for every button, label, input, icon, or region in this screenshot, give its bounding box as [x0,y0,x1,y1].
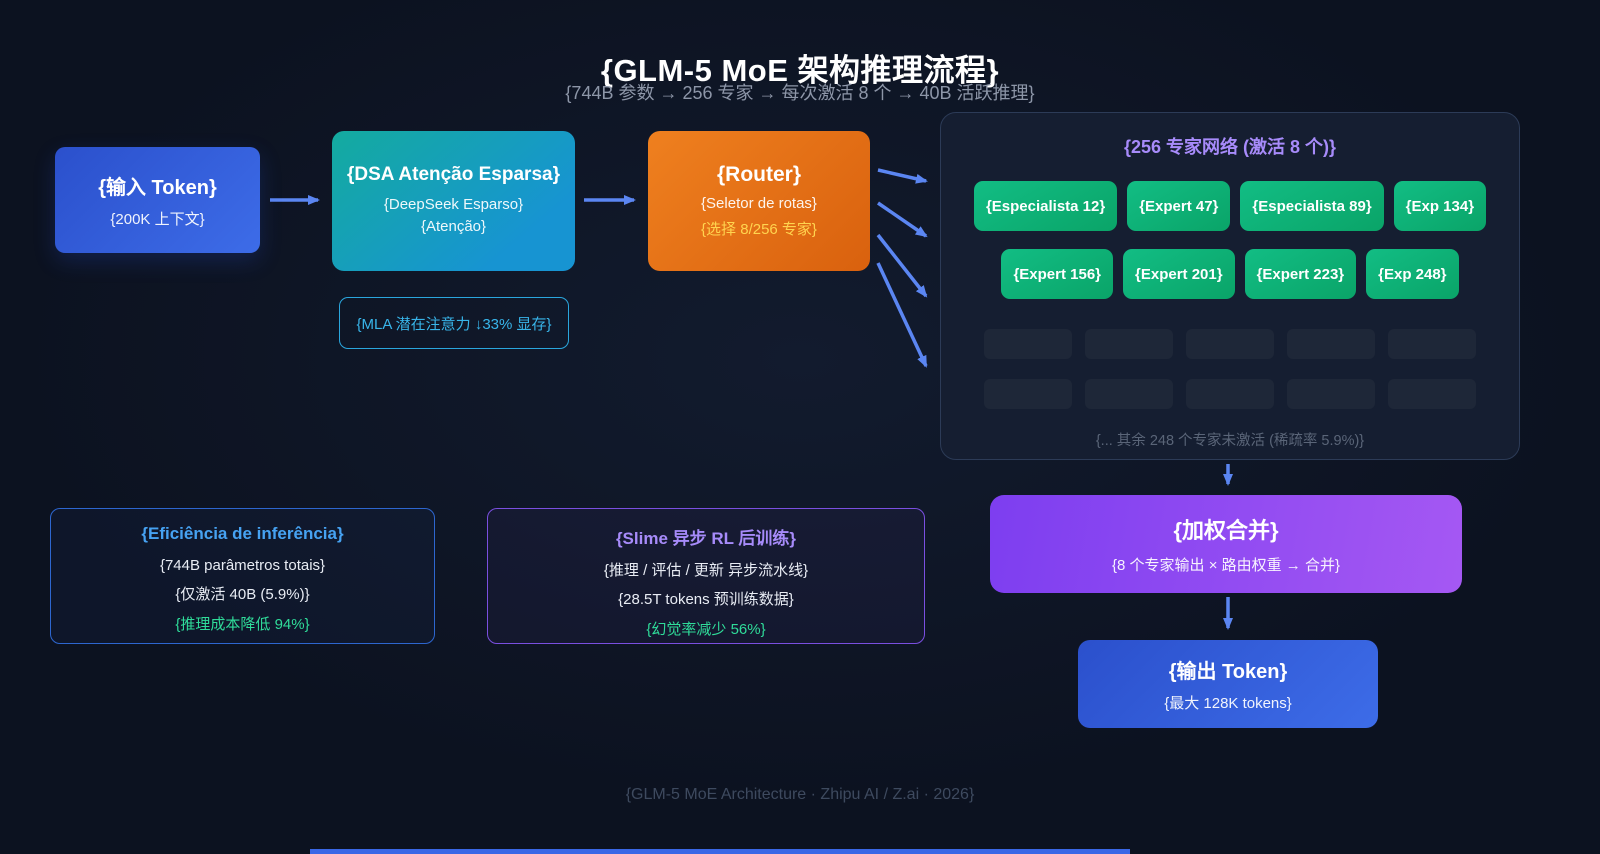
expert-chip: {Especialista 89} [1240,181,1384,231]
merge-node-title: {加权合并} [1173,518,1279,543]
bottom-accent-bar [310,849,1130,854]
expert-chip: {Expert 47} [1127,181,1231,231]
router-node-line2: {选择 8/256 专家} [701,221,817,238]
router-node-title: {Router} [716,163,801,186]
weighted-merge-node: {加权合并} {8 个专家输出 × 路由权重 → 合并} [990,495,1462,593]
slime-card-line: {28.5T tokens 预训练数据} [618,591,794,609]
footer-credit: {GLM-5 MoE Architecture · Zhipu AI / Z.a… [625,786,975,803]
active-experts-row-1: {Especialista 12} {Expert 47} {Especiali… [973,181,1487,231]
expert-chip: {Exp 134} [1393,181,1487,231]
expert-network-panel: {256 专家网络 (激活 8 个)} {Especialista 12} {E… [940,112,1520,460]
slime-card-highlight: {幻觉率减少 56%} [646,620,766,638]
router-node-line1: {Seletor de rotas} [701,195,817,212]
mla-note-badge: {MLA 潜在注意力 ↓33% 显存} [339,297,569,349]
expert-chip: {Exp 248} [1366,249,1459,299]
inactive-expert-placeholder [1388,329,1476,359]
arrow-router-to-experts-2 [877,201,928,238]
efficiency-card-highlight: {推理成本降低 94%} [175,615,310,633]
dsa-node-line1: {DeepSeek Esparso} [383,196,524,214]
input-token-subtitle: {200K 上下文} [110,211,205,228]
efficiency-card-line: {仅激活 40B (5.9%)} [175,586,310,604]
page-title: {GLM-5 MoE 架构推理流程} [600,52,1000,88]
inactive-expert-placeholder [1287,379,1375,409]
inactive-expert-placeholder [1186,329,1274,359]
inactive-experts-row-2 [984,379,1476,409]
mla-note-text: {MLA 潜在注意力 ↓33% 显存} [356,315,552,333]
input-token-node: {输入 Token} {200K 上下文} [55,147,260,253]
expert-panel-title: {256 专家网络 (激活 8 个)} [1123,137,1337,157]
page-subtitle: {744B 参数 → 256 专家 → 每次激活 8 个 → 40B 活跃推理} [565,83,1035,103]
inactive-experts-note: {... 其余 248 个专家未激活 (稀疏率 5.9%)} [1095,433,1365,449]
inactive-expert-placeholder [984,329,1072,359]
slime-card-line: {推理 / 评估 / 更新 异步流水线} [603,562,809,579]
expert-chip: {Expert 223} [1244,249,1357,299]
output-token-subtitle: {最大 128K tokens} [1164,695,1292,712]
dsa-attention-node: {DSA Atenção Esparsa} {DeepSeek Esparso}… [332,131,575,271]
dsa-node-line2: {Atenção} [420,218,487,235]
efficiency-card-title: {Eficiência de inferência} [141,524,344,543]
input-token-title: {输入 Token} [98,177,217,199]
output-token-title: {输出 Token} [1168,661,1288,683]
inactive-expert-placeholder [1085,329,1173,359]
inactive-expert-placeholder [1085,379,1173,409]
dsa-node-title: {DSA Atenção Esparsa} [347,164,560,186]
inactive-expert-placeholder [1287,329,1375,359]
arrow-router-to-experts-3 [876,233,928,298]
router-node: {Router} {Seletor de rotas} {选择 8/256 专家… [648,131,870,271]
inactive-expert-placeholder [984,379,1072,409]
inactive-expert-placeholder [1186,379,1274,409]
expert-chip: {Expert 201} [1123,249,1235,299]
active-experts-row-2: {Expert 156} {Expert 201} {Expert 223} {… [1001,249,1459,299]
arrow-router-to-experts-4 [876,262,928,368]
arrow-router-to-experts-1 [877,168,928,184]
expert-chip: {Especialista 12} [973,181,1118,231]
output-token-node: {输出 Token} {最大 128K tokens} [1078,640,1378,728]
inactive-expert-placeholder [1388,379,1476,409]
expert-chip: {Expert 156} [1001,249,1114,299]
efficiency-card-line: {744B parâmetros totais} [159,557,326,574]
slime-rl-card: {Slime 异步 RL 后训练} {推理 / 评估 / 更新 异步流水线} {… [487,508,925,644]
merge-node-subtitle: {8 个专家输出 × 路由权重 → 合并} [1112,557,1340,574]
inference-efficiency-card: {Eficiência de inferência} {744B parâmet… [50,508,435,644]
slime-card-title: {Slime 异步 RL 后训练} [615,529,797,548]
inactive-experts-row-1 [984,329,1476,359]
